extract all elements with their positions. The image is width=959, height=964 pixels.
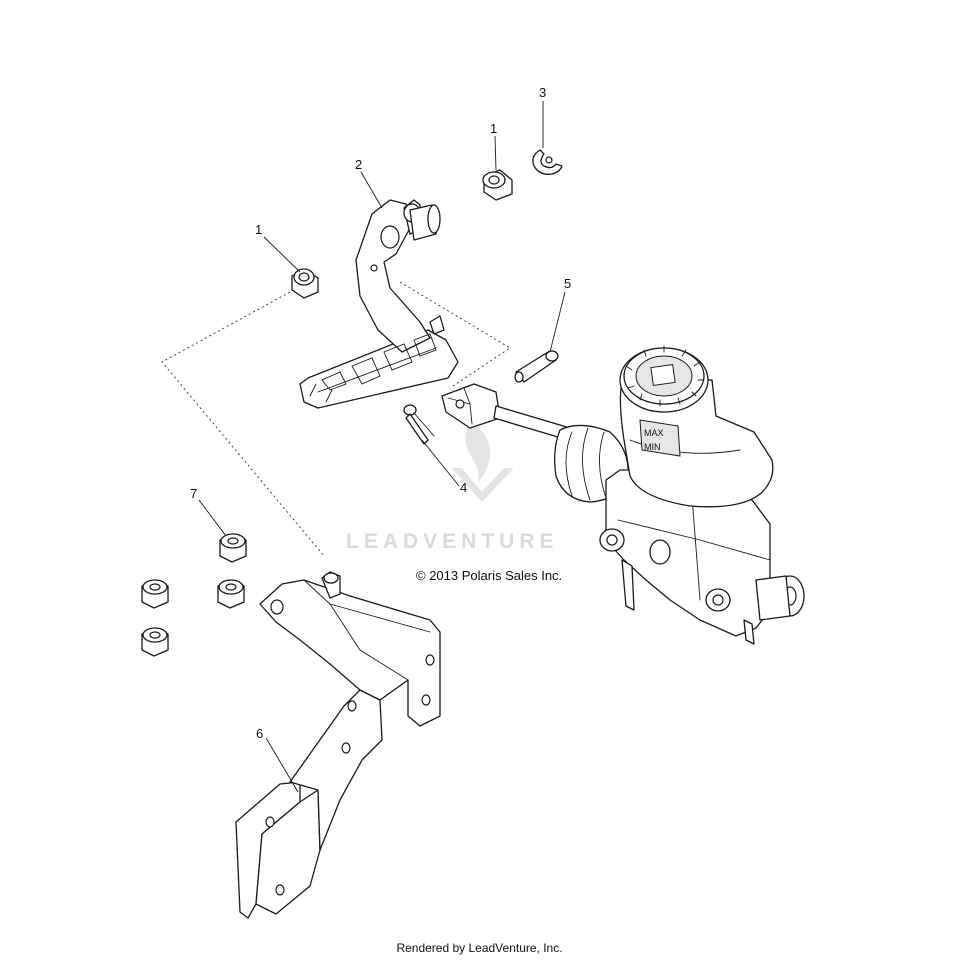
render-credit-footer: Rendered by LeadVenture, Inc. bbox=[396, 941, 563, 955]
reservoir-max-mark: MAX bbox=[644, 428, 664, 438]
leader-1-lower bbox=[263, 236, 301, 273]
flange-nut-1 bbox=[219, 533, 247, 563]
leader-2 bbox=[360, 171, 383, 209]
leader-1-upper bbox=[494, 135, 497, 171]
flange-nut-2 bbox=[141, 579, 169, 609]
bushing-lower bbox=[291, 268, 319, 299]
brake-pedal-arm bbox=[299, 199, 459, 409]
copyright-notice: © 2013 Polaris Sales Inc. bbox=[416, 568, 563, 583]
callout-1-lower: 1 bbox=[255, 222, 262, 237]
leader-6 bbox=[265, 737, 299, 793]
clevis-pin bbox=[514, 350, 559, 383]
leadventure-watermark: LEADVENTURE bbox=[346, 420, 559, 553]
bushing-upper bbox=[482, 169, 513, 201]
cotter-pin bbox=[403, 404, 435, 445]
callout-1-upper: 1 bbox=[490, 121, 497, 136]
leader-7 bbox=[198, 499, 227, 537]
callout-2: 2 bbox=[355, 157, 362, 172]
callout-7: 7 bbox=[190, 486, 197, 501]
pedal-mounting-bracket bbox=[235, 571, 441, 919]
flange-nut-3 bbox=[217, 579, 245, 609]
callout-3: 3 bbox=[539, 85, 546, 100]
e-clip bbox=[532, 149, 563, 175]
callout-6: 6 bbox=[256, 726, 263, 741]
leader-5 bbox=[549, 291, 566, 353]
master-cylinder: MAX MIN bbox=[441, 345, 805, 645]
flange-nut-4 bbox=[141, 627, 169, 657]
alignment-line-left bbox=[161, 291, 325, 557]
reservoir-min-mark: MIN bbox=[644, 442, 661, 452]
callout-4: 4 bbox=[460, 480, 467, 495]
alignment-line-right bbox=[399, 281, 511, 389]
leader-4 bbox=[421, 439, 460, 487]
watermark-text: LEADVENTURE bbox=[346, 530, 559, 553]
callout-5: 5 bbox=[564, 276, 571, 291]
